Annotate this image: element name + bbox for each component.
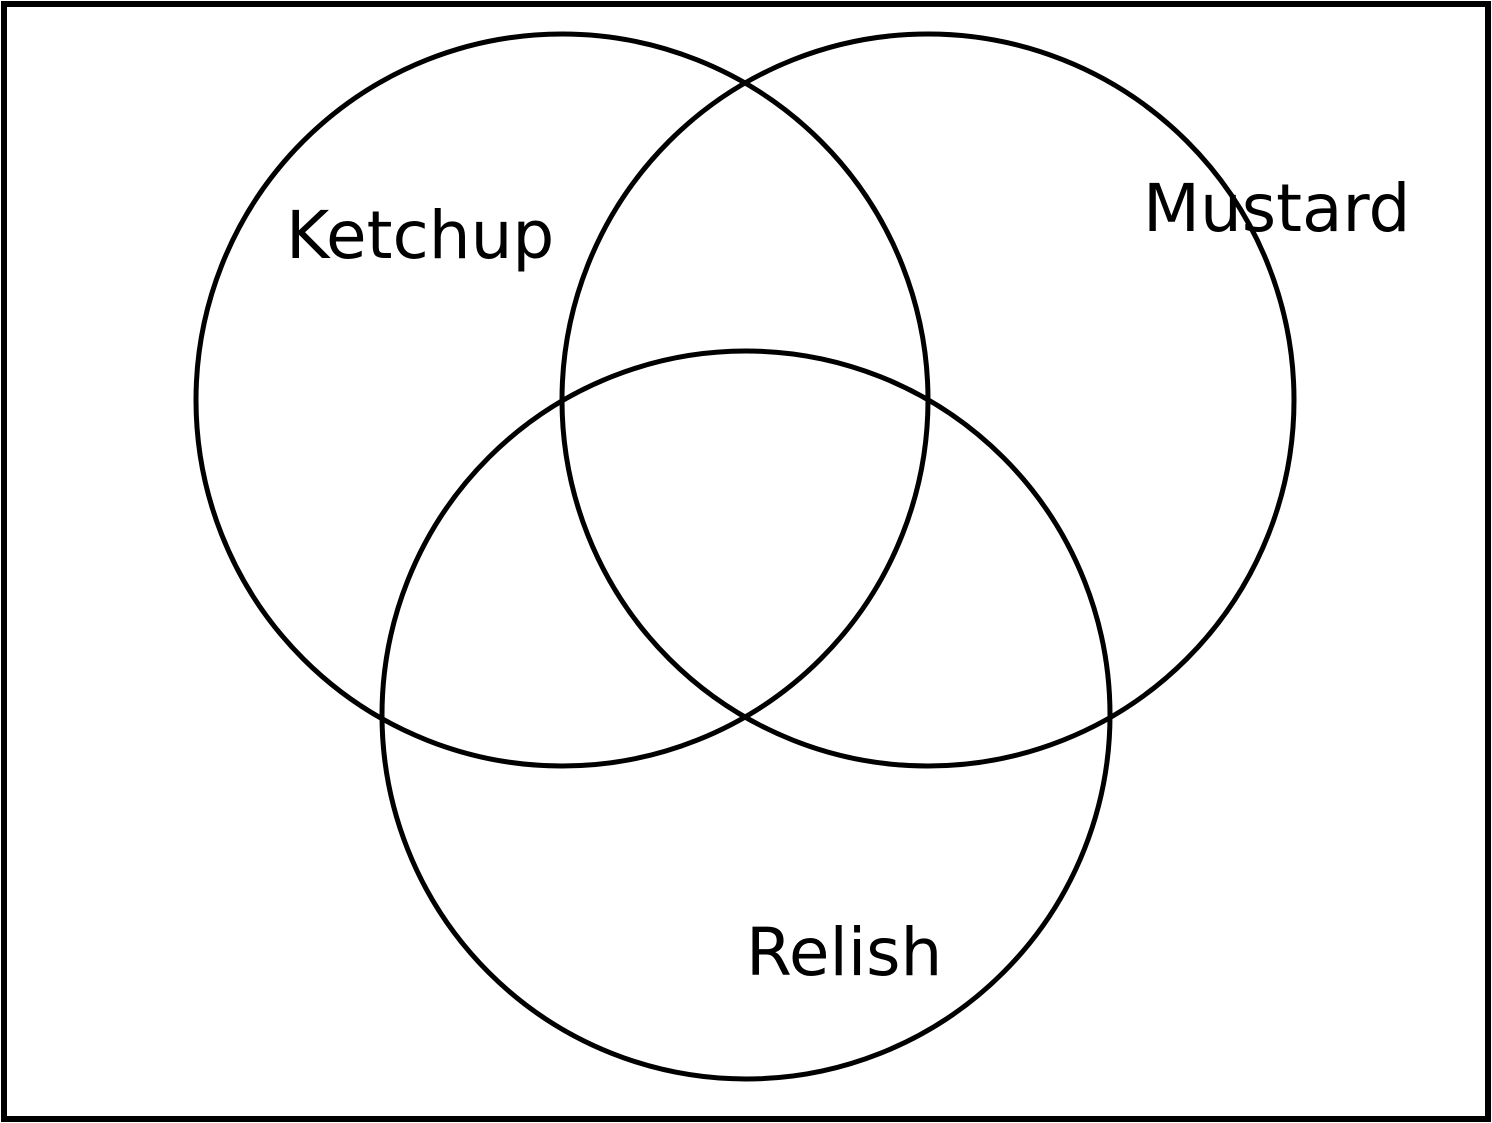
relish-label: Relish [746,914,942,991]
ketchup-label: Ketchup [286,197,554,274]
mustard-label: Mustard [1143,170,1410,247]
relish-circle [379,348,1113,1082]
